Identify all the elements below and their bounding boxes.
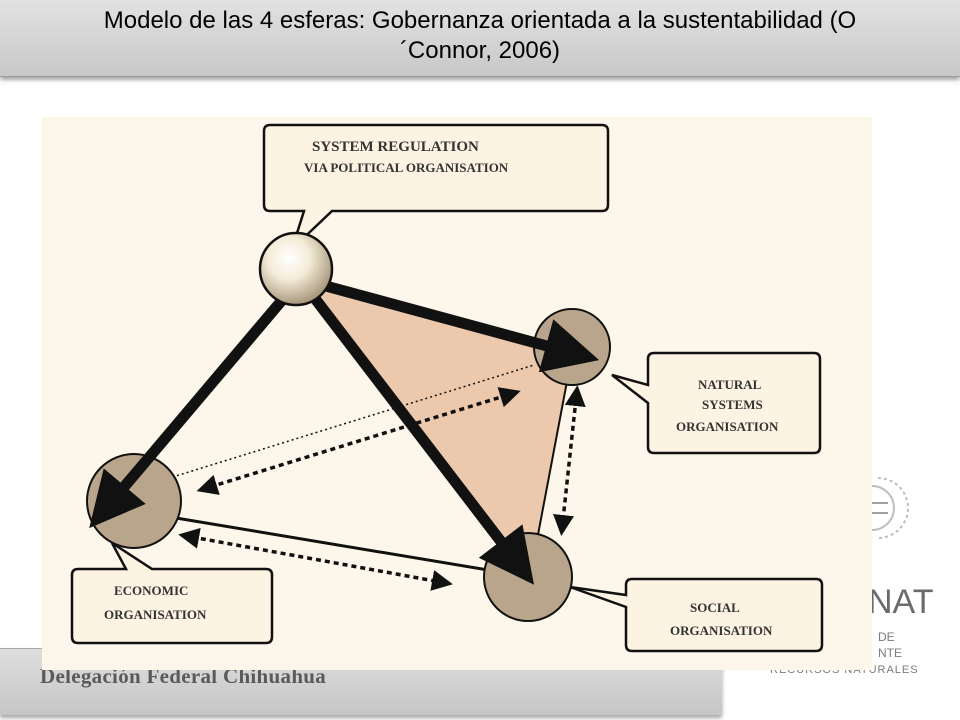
economic-box: ECONOMIC ORGANISATION — [70, 541, 274, 645]
natural-systems-box: NATURAL SYSTEMS ORGANISATION — [611, 351, 822, 455]
logo-subtitle-2: NTE — [878, 646, 902, 660]
natural-line2: SYSTEMS — [702, 397, 763, 412]
logo-wordmark: NAT — [868, 583, 934, 621]
social-node — [483, 532, 573, 622]
natural-line3: ORGANISATION — [676, 419, 779, 434]
logo-subtitle-1: DE — [878, 630, 895, 644]
economic-line1: ECONOMIC — [114, 583, 188, 598]
social-line2: ORGANISATION — [670, 623, 773, 638]
economic-social-exchange-arrow — [178, 527, 453, 591]
economic-line2: ORGANISATION — [104, 607, 207, 622]
economic-natural-exchange-arrow — [196, 387, 521, 495]
regulation-to-social-arrow — [295, 275, 535, 585]
social-line1: SOCIAL — [690, 600, 740, 615]
title-bar — [0, 0, 960, 77]
regulation-to-natural-arrow — [298, 273, 600, 373]
regulation-node — [258, 231, 334, 307]
natural-social-exchange-arrow — [553, 385, 586, 536]
system-regulation-box: SYSTEM REGULATION VIA POLITICAL ORGANISA… — [262, 123, 610, 250]
regulation-to-economic-arrow — [89, 275, 305, 529]
natural-line1: NATURAL — [698, 377, 762, 392]
system-regulation-line1: SYSTEM REGULATION — [312, 139, 479, 155]
slide-title: Modelo de las 4 esferas: Gobernanza orie… — [103, 7, 857, 64]
four-spheres-diagram: SYSTEM REGULATION VIA POLITICAL ORGANISA… — [42, 117, 872, 670]
social-box: SOCIAL ORGANISATION — [569, 577, 824, 653]
system-regulation-line2: VIA POLITICAL ORGANISATION — [304, 160, 509, 175]
